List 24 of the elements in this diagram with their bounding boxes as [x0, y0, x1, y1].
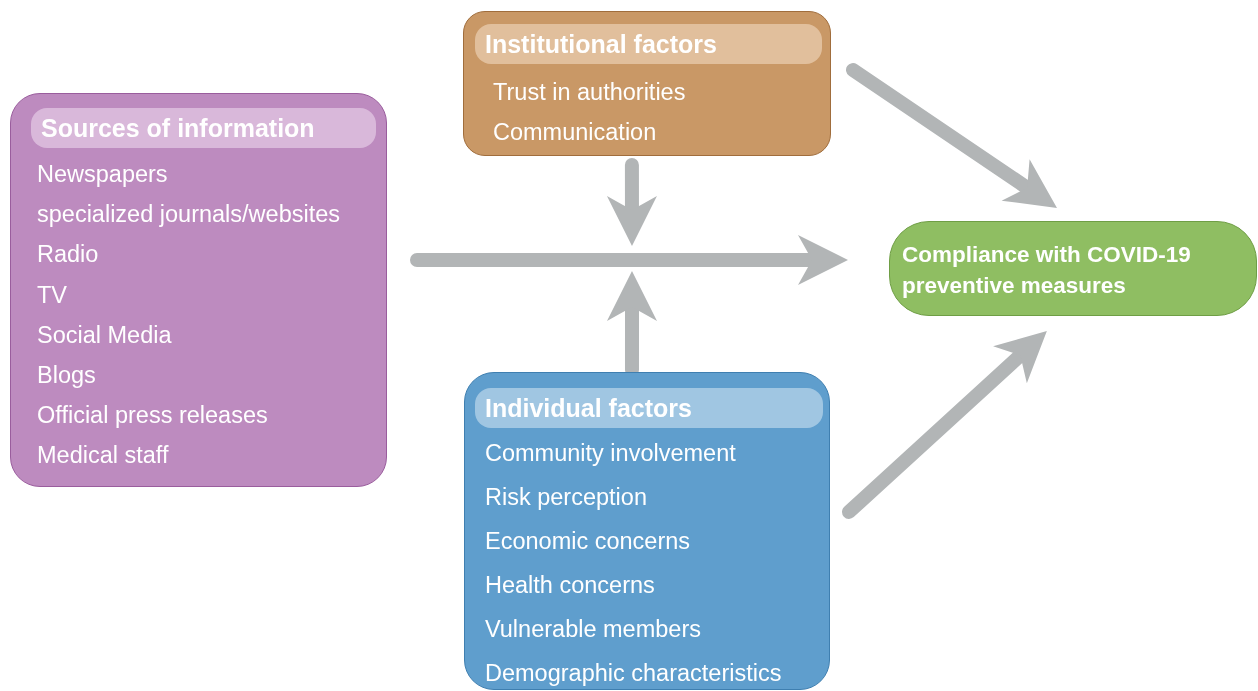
list-item: Community involvement [485, 439, 736, 468]
list-item: Vulnerable members [485, 615, 701, 644]
list-item: Demographic characteristics [485, 659, 782, 688]
list-item: specialized journals/websites [37, 200, 341, 230]
list-item: Radio [37, 240, 99, 270]
list-item: Blogs [37, 361, 96, 390]
outcome-text: Compliance with COVID-19 preventive measures [902, 241, 1192, 300]
factor-box [464, 372, 830, 690]
list-item: Newspapers [37, 160, 168, 189]
list-item: Trust in authorities [493, 78, 686, 107]
factor-box [463, 11, 831, 156]
list-item: TV [37, 280, 68, 310]
list-item: Communication [493, 118, 657, 147]
box-heading: Institutional factors [475, 24, 822, 64]
list-item: Economic concerns [485, 527, 691, 556]
list-item: Medical staff [37, 441, 169, 471]
factor-box [10, 93, 387, 487]
box-heading: Individual factors [475, 388, 823, 428]
box-heading: Sources of information [31, 108, 376, 148]
list-item: Risk perception [485, 483, 647, 512]
factor-box [889, 221, 1257, 316]
list-item: Official press releases [37, 401, 268, 431]
list-item: Health concerns [485, 571, 655, 600]
list-item: Social Media [37, 320, 172, 350]
